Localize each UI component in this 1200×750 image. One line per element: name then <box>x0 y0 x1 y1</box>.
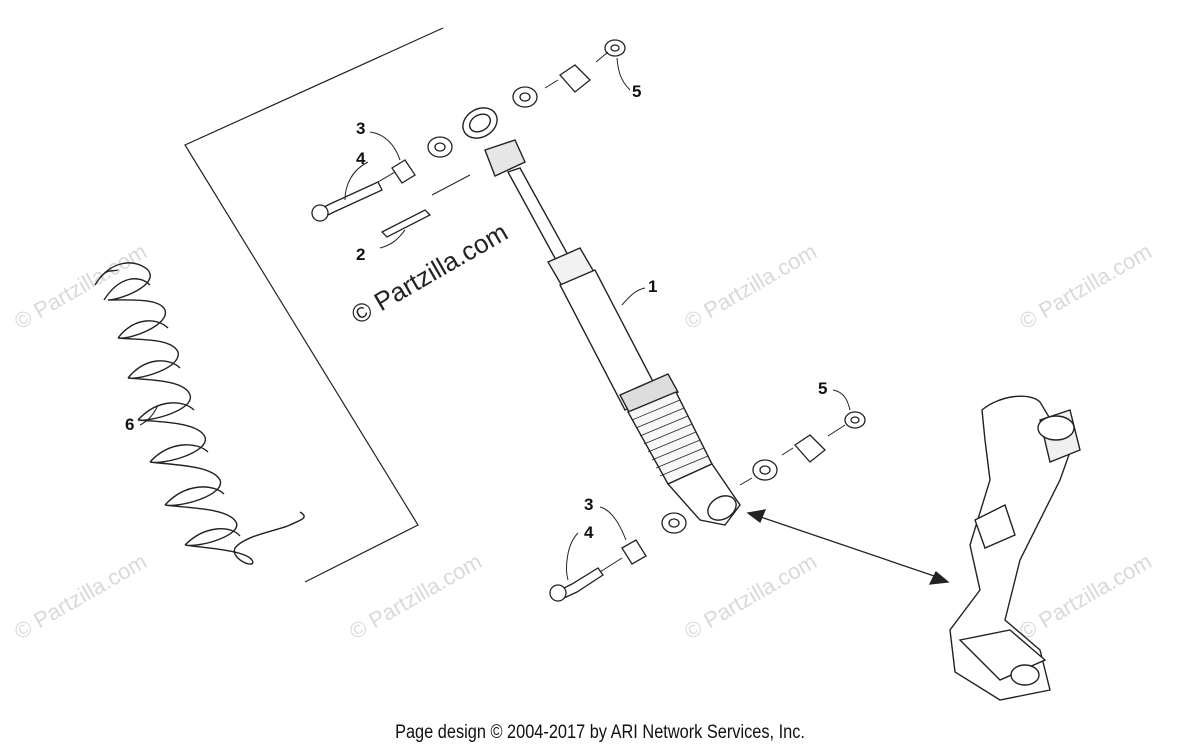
top-hardware <box>311 39 626 238</box>
shock-absorber-icon <box>462 107 741 526</box>
callout-leaders <box>139 57 851 581</box>
watermark-faint: © Partzilla.com <box>1015 549 1156 645</box>
watermark-faint: © Partzilla.com <box>10 239 151 335</box>
mounting-arrow <box>746 509 950 585</box>
steering-knuckle-icon <box>949 395 1081 701</box>
callout-pin[interactable]: 2 <box>356 245 365 264</box>
assembly-axis-lines <box>377 51 846 573</box>
watermark-faint: © Partzilla.com <box>1015 239 1156 335</box>
callout-shock[interactable]: 1 <box>648 277 657 296</box>
callout-nut-top[interactable]: 5 <box>632 82 641 101</box>
callout-bolt-top[interactable]: 4 <box>356 149 366 168</box>
page-footer: Page design © 2004-2017 by ARI Network S… <box>395 722 805 743</box>
callout-bushing-bottom[interactable]: 3 <box>584 495 593 514</box>
watermark-faint: © Partzilla.com <box>680 239 821 335</box>
bottom-hardware <box>549 411 866 602</box>
watermark-faint: © Partzilla.com <box>10 549 151 645</box>
callout-bolt-bottom[interactable]: 4 <box>584 523 594 542</box>
callout-nut-bottom[interactable]: 5 <box>818 379 827 398</box>
coil-spring-icon <box>94 262 305 565</box>
watermark-faint: © Partzilla.com <box>680 549 821 645</box>
watermark-main: © Partzilla.com <box>346 217 513 331</box>
watermark-faint: © Partzilla.com <box>345 549 486 645</box>
spring-group-outline <box>184 27 444 583</box>
callout-bushing-top[interactable]: 3 <box>356 119 365 138</box>
callout-spring[interactable]: 6 <box>125 415 134 434</box>
